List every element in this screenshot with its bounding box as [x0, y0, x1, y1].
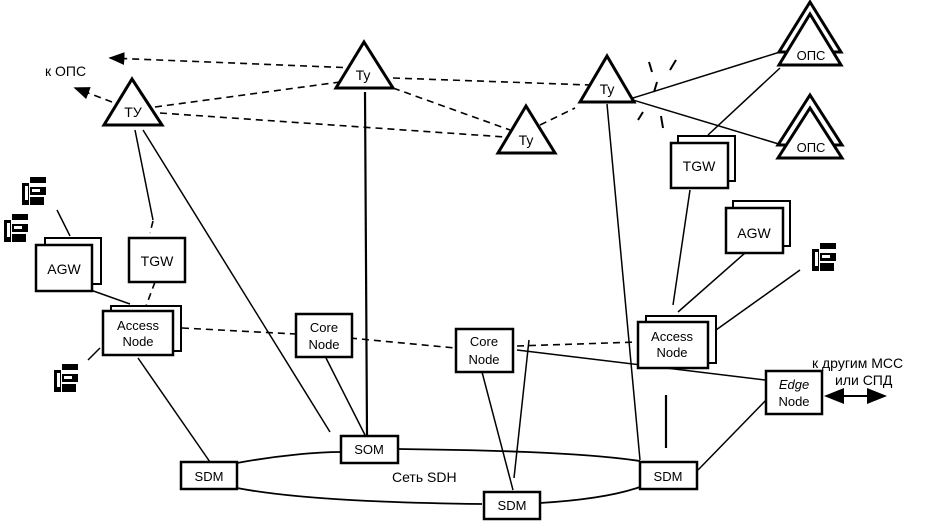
- core-node-1-line2: Node: [308, 337, 339, 352]
- tu-node-4-label: Ту: [600, 81, 615, 97]
- link-tu1-sdm-top: [142, 129, 331, 433]
- tu-node-3-label: Ту: [519, 132, 534, 148]
- link-cn1-sdm-top: [325, 357, 366, 436]
- agw-left[interactable]: AGW: [34, 237, 102, 293]
- tu-node-1-label: ТУ: [124, 104, 142, 120]
- link-tu1-tgw: [149, 220, 154, 234]
- access-node-left[interactable]: Access Node: [101, 305, 182, 357]
- link-tu3-tu4: [539, 107, 576, 126]
- phone-terminal-icon: [4, 214, 28, 242]
- phone-terminal-icon: [812, 243, 836, 271]
- core-node-2[interactable]: Core Node: [454, 327, 515, 374]
- link-tu1-tu3: [159, 112, 506, 138]
- link-tgw-an: [145, 281, 156, 307]
- core-node-2-line1: Core: [470, 334, 498, 349]
- ops-node-2-label: ОПС: [797, 140, 826, 155]
- sdm-left-label: SDM: [195, 469, 224, 484]
- link-sdm-right-edge: [697, 397, 769, 471]
- to-ops-label: к ОПС: [45, 63, 86, 79]
- tgw-left[interactable]: TGW: [127, 236, 187, 284]
- link-phone-an-right: [715, 269, 801, 331]
- tu-node-3[interactable]: Ту: [495, 103, 558, 155]
- sdm-top[interactable]: SOM: [339, 434, 400, 465]
- tu-node-1[interactable]: ТУ: [101, 76, 165, 127]
- to-other-label-line2: или СПД: [835, 372, 893, 388]
- sdm-bottom[interactable]: SDM: [482, 490, 542, 521]
- link-agw-an-right: [677, 252, 746, 313]
- link-tu4-ops1: [632, 51, 781, 99]
- link-tu2-sdm-top: [363, 91, 369, 436]
- link-tu4-sdm-right: [606, 103, 641, 461]
- access-node-right-line2: Node: [656, 345, 687, 360]
- ops-node-1[interactable]: ОПС: [776, 0, 844, 67]
- transport-links: [56, 51, 887, 491]
- edge-node-line2: Node: [778, 394, 809, 409]
- edge-node[interactable]: Edge Node: [764, 369, 824, 416]
- link-tu2-tu3: [392, 87, 511, 131]
- sdm-bottom-label: SDM: [498, 498, 527, 513]
- sdh-ring: [236, 448, 641, 505]
- link-tu2-to-ops: [108, 52, 356, 69]
- phone-terminal-icon: [54, 364, 78, 392]
- core-node-2-line2: Node: [468, 352, 499, 367]
- link-cn2-an-right: [516, 341, 639, 347]
- tgw-right[interactable]: TGW: [669, 135, 736, 190]
- tgw-right-label: TGW: [683, 158, 716, 174]
- sdh-network-label: Сеть SDH: [392, 469, 457, 485]
- sdm-right-label: SDM: [654, 469, 683, 484]
- core-node-1[interactable]: Core Node: [294, 312, 354, 359]
- sdm-left[interactable]: SDM: [179, 460, 239, 491]
- agw-right-label: AGW: [737, 225, 771, 241]
- signaling-links: [73, 52, 639, 349]
- sdm-right[interactable]: SDM: [638, 460, 699, 491]
- tu-node-2-label: Ту: [356, 67, 371, 83]
- ops-node-1-label: ОПС: [797, 48, 826, 63]
- edge-node-line1: Edge: [779, 377, 809, 392]
- link-tgw-ops1: [707, 67, 781, 136]
- link-tgw-an-right: [672, 189, 691, 306]
- link-cn2-sdm-bottom: [481, 371, 514, 491]
- link-an-left-cn1: [181, 327, 297, 335]
- agw-left-label: AGW: [47, 261, 81, 277]
- link-tu1-to-ops: [73, 87, 113, 103]
- link-tu2-tu4: [392, 77, 591, 86]
- link-tu4-ops2: [632, 99, 783, 146]
- tu-node-4[interactable]: Ту: [577, 53, 637, 104]
- link-an-left-sdm-left: [137, 357, 211, 463]
- access-node-left-line1: Access: [117, 318, 159, 333]
- to-other-label-line1: к другим МСС: [812, 355, 903, 371]
- tgw-left-label: TGW: [141, 253, 174, 269]
- ops-node-2[interactable]: ОПС: [775, 92, 845, 160]
- core-node-1-line1: Core: [310, 320, 338, 335]
- link-tu3-sdm-bottom: [513, 339, 530, 479]
- link-tu1-tu2: [154, 81, 341, 108]
- link-tu1-tgw-solid: [134, 129, 154, 221]
- phone-terminal-icon: [22, 177, 46, 205]
- access-node-left-line2: Node: [122, 334, 153, 349]
- access-node-right[interactable]: Access Node: [636, 315, 717, 370]
- tu-node-2[interactable]: Ту: [333, 39, 396, 90]
- access-node-right-line1: Access: [651, 329, 693, 344]
- link-phone-an-left: [87, 347, 101, 361]
- break-marks: [637, 59, 677, 129]
- link-phone-agw: [56, 209, 71, 237]
- agw-right[interactable]: AGW: [724, 200, 791, 255]
- sdm-top-label: SOM: [354, 442, 384, 457]
